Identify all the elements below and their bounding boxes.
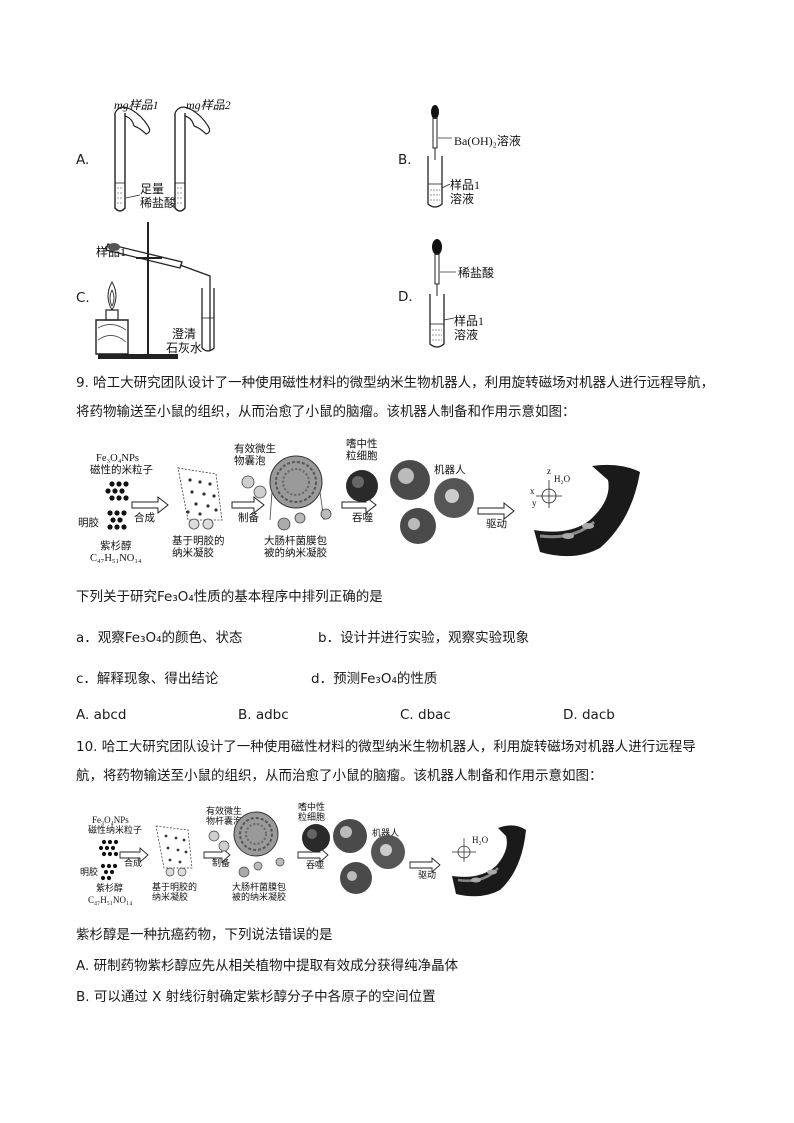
axis-z-label: z xyxy=(547,466,551,476)
q9-question: 下列关于研究Fe₃O₄性质的基本程序中排列正确的是 xyxy=(76,589,383,605)
sample2-label: mg样品2 xyxy=(186,98,231,112)
dropper-b-drawing xyxy=(427,105,452,208)
neutrophil-label-1: 嗜中性 xyxy=(346,439,378,450)
hcl-label: 稀盐酸 xyxy=(458,266,495,280)
q10-question: 紫杉醇是一种抗癌药物，下列说法错误的是 xyxy=(76,927,333,943)
sample1-solution-label-1: 样品1 xyxy=(450,178,481,192)
vesicle-label-2a: 有效微生 xyxy=(206,806,243,816)
option-d-label: D. xyxy=(398,289,413,305)
fe3o4-label: Fe₃O₄NPs xyxy=(96,453,139,464)
axis-y-label: y xyxy=(532,498,537,508)
q9-stem-line2: 将药物输送至小鼠的组织，从而治愈了小鼠的脑瘤。该机器人制备和作用示意如图： xyxy=(76,404,576,420)
neutrophil-label-2b: 粒细胞 xyxy=(298,812,326,822)
ecoli-label-2b: 被的纳米凝胶 xyxy=(232,892,287,902)
q9-choice-d[interactable]: D. dacb xyxy=(563,707,615,723)
engulf-label-2: 吞噬 xyxy=(306,860,325,870)
limewater-label-2: 石灰水 xyxy=(166,341,203,355)
vesicle-label-1: 有效微生 xyxy=(234,444,276,455)
prepare-label-2: 制备 xyxy=(212,858,231,868)
ecoli-label-2a: 大肠杆菌膜包 xyxy=(232,882,287,892)
option-b-label: B. xyxy=(398,152,412,168)
heating-setup-c-drawing xyxy=(95,222,215,359)
neutrophil-label-2: 粒细胞 xyxy=(346,451,378,462)
synthesis-label-2: 合成 xyxy=(124,858,143,868)
nanogel-label-2a: 基于明胶的 xyxy=(152,882,198,892)
q9-stem-line1: 9. 哈工大研究团队设计了一种使用磁性材料的微型纳米生物机器人，利用旋转磁场对机… xyxy=(76,375,715,391)
paclitaxel-label-2: 紫杉醇 xyxy=(96,883,124,893)
robot-label: 机器人 xyxy=(434,465,466,476)
q9-choice-b[interactable]: B. adbc xyxy=(238,707,289,723)
option-a-label: A. xyxy=(76,152,90,168)
q9-option-c: c．解释现象、得出结论 xyxy=(76,671,219,687)
ecoli-label-1: 大肠杆菌膜包 xyxy=(264,536,327,547)
fe3o4-label-2: Fe₃O₄NPs xyxy=(92,815,129,825)
paclitaxel-formula-2: C₄₇H₅₁NO₁₄ xyxy=(88,895,133,905)
sample1-d-label-2: 溶液 xyxy=(454,328,479,342)
baoh2-label: Ba(OH)₂溶液 xyxy=(454,134,521,148)
robot-figure-2-graphics xyxy=(98,811,526,897)
magnetic-particles-label: 磁性的米粒子 xyxy=(90,465,153,476)
acid-amount-label: 足量 xyxy=(140,182,165,196)
dropper-d-drawing xyxy=(429,239,456,348)
sample1-label: mg样品1 xyxy=(114,98,159,112)
q10-stem-line1: 10. 哈工大研究团队设计了一种使用磁性材料的微型纳米生物机器人，利用旋转磁场对… xyxy=(76,739,696,755)
gelatin-label: 明胶 xyxy=(78,518,99,529)
paclitaxel-formula: C₄₇H₅₁NO₁₄ xyxy=(90,553,142,564)
robot-figure-1-graphics xyxy=(105,455,640,557)
ecoli-label-2: 被的纳米凝胶 xyxy=(264,548,327,559)
paclitaxel-label: 紫杉醇 xyxy=(100,541,132,552)
q10-option-a[interactable]: A. 研制药物紫杉醇应先从相关植物中提取有效成分获得纯净晶体 xyxy=(76,958,459,974)
q9-choice-a[interactable]: A. abcd xyxy=(76,707,127,723)
tubes-a-drawing xyxy=(114,106,211,212)
q9-choice-c[interactable]: C. dbac xyxy=(400,707,451,723)
vesicle-label-2b: 物杆囊泡 xyxy=(206,816,243,826)
engulf-label: 吞噬 xyxy=(352,513,373,524)
drive-label-2: 驱动 xyxy=(418,870,437,880)
water-label-2: H₂O xyxy=(472,835,489,845)
synthesis-label: 合成 xyxy=(134,513,155,524)
nanogel-label-1: 基于明胶的 xyxy=(172,536,225,547)
nanogel-label-2: 纳米凝胶 xyxy=(172,548,214,559)
axis-x-label: x xyxy=(530,486,535,496)
q9-option-d: d．预测Fe₃O₄的性质 xyxy=(311,671,438,687)
limewater-label-1: 澄清 xyxy=(172,327,197,341)
acid-label: 稀盐酸 xyxy=(140,196,177,210)
neutrophil-label-2a: 嗜中性 xyxy=(298,802,326,812)
vesicle-label-2: 物囊泡 xyxy=(234,456,266,467)
robot-label-2: 机器人 xyxy=(372,828,400,838)
nanogel-label-2b: 纳米凝胶 xyxy=(152,892,189,902)
q10-option-b[interactable]: B. 可以通过 X 射线衍射确定紫杉醇分子中各原子的空间位置 xyxy=(76,989,436,1005)
q9-option-a: a．观察Fe₃O₄的颜色、状态 xyxy=(76,630,243,646)
prepare-label: 制备 xyxy=(238,513,259,524)
drive-label: 驱动 xyxy=(486,519,507,530)
magnetic-particles-label-2: 磁性纳米粒子 xyxy=(88,825,143,835)
gelatin-label-2: 明胶 xyxy=(80,867,99,877)
sample1-solution-label-2: 溶液 xyxy=(450,192,475,206)
q9-option-b: b．设计并进行实验，观察实验现象 xyxy=(318,630,530,646)
option-c-label: C. xyxy=(76,290,90,306)
sample1-d-label-1: 样品1 xyxy=(454,314,485,328)
water-label: H₂O xyxy=(554,474,571,484)
q10-stem-line2: 航，将药物输送至小鼠的组织，从而治愈了小鼠的脑瘤。该机器人制备和作用示意如图： xyxy=(76,768,603,784)
